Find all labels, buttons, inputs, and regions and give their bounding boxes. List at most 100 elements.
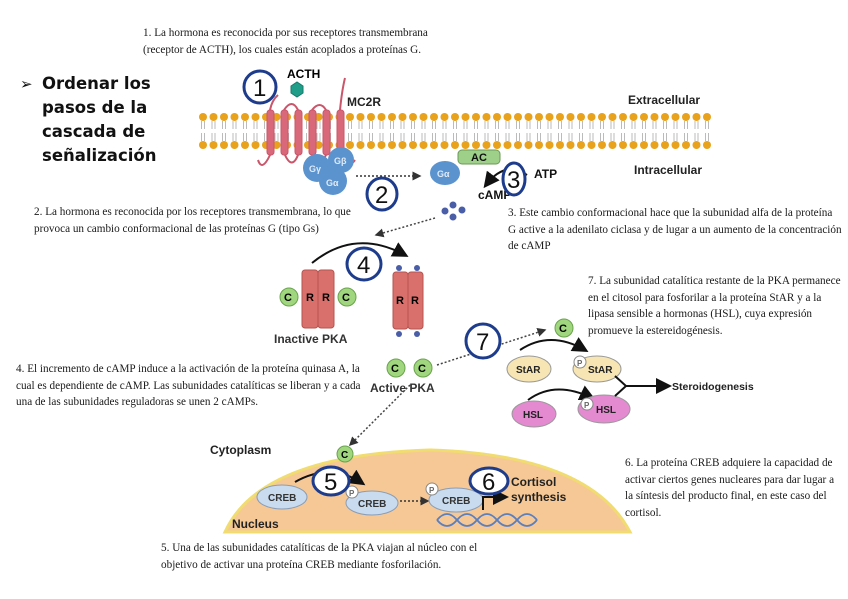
lipid-head: [409, 113, 417, 121]
lipid-tail: [526, 133, 531, 141]
g-gamma-label: Gγ: [309, 164, 321, 174]
lipid-tail: [589, 121, 594, 129]
pka-r-label: R: [396, 295, 404, 307]
cell-membrane: [199, 113, 711, 149]
nucleus-label: Nucleus: [232, 517, 279, 531]
lipid-head: [461, 113, 470, 121]
step-marker-4: 4: [345, 246, 383, 282]
lipid-head: [251, 113, 260, 121]
lipid-tail: [411, 121, 415, 129]
lipid-tail: [652, 133, 657, 141]
lipid-head: [493, 113, 501, 121]
lipid-tail: [316, 133, 321, 141]
lipid-head: [440, 113, 449, 121]
lipid-head: [367, 141, 375, 149]
lipid-head: [388, 141, 396, 149]
arrow-pka-activation: [311, 242, 409, 264]
lipid-head: [377, 113, 386, 121]
lipid-head: [629, 141, 638, 149]
lipid-tail: [600, 133, 604, 141]
lipid-head: [587, 113, 596, 121]
pka-c-label: C: [391, 363, 399, 375]
lipid-head: [703, 113, 711, 121]
lipid-head: [598, 141, 606, 149]
lipid-tail: [537, 121, 541, 129]
pka-r-label: R: [306, 292, 314, 304]
lipid-tail: [621, 133, 625, 141]
acth-label: ACTH: [287, 67, 320, 81]
lipid-head: [514, 141, 522, 149]
lipid-head: [398, 113, 407, 121]
lipid-tail: [663, 133, 667, 141]
lipid-tail: [568, 121, 573, 129]
lipid-tail: [474, 121, 478, 129]
lipid-head: [482, 113, 491, 121]
lipid-head: [524, 113, 533, 121]
lipid-head: [451, 141, 459, 149]
lipid-head: [209, 113, 218, 121]
step-marker-1: 1: [242, 69, 278, 105]
lipid-head: [451, 113, 459, 121]
lipid-tail: [453, 121, 457, 129]
note-step-1: 1. La hormona es reconocida por sus rece…: [143, 27, 428, 56]
lipid-head: [524, 141, 533, 149]
lipid-tail: [442, 133, 447, 141]
lipid-tail: [505, 133, 510, 141]
lipid-tail: [201, 121, 205, 129]
cytoplasm-label: Cytoplasm: [210, 443, 271, 457]
lipid-head: [598, 113, 606, 121]
title-text: Ordenar los pasos de la cascada de señal…: [42, 74, 157, 165]
arrow-bullet-icon: ➢: [20, 75, 33, 93]
hsl-label: HSL: [523, 410, 543, 421]
intracellular-label: Intracellular: [634, 163, 702, 177]
active-pka-catalytic: C C: [386, 358, 433, 378]
lipid-tail: [400, 121, 405, 129]
note-step-5: 5. Una de las subunidades catalíticas de…: [161, 542, 478, 571]
star-p-label: StAR: [588, 365, 613, 376]
lipid-tail: [348, 121, 352, 129]
lipid-tail: [631, 121, 636, 129]
phospho-p: P: [577, 359, 583, 368]
step-marker-6: 6: [468, 466, 510, 496]
lipid-head: [377, 141, 386, 149]
lipid-tail: [558, 121, 562, 129]
star-label: StAR: [516, 365, 541, 376]
lipid-tail: [631, 133, 636, 141]
note-step-4: 4. El incremento de cAMP induce a la act…: [16, 363, 361, 408]
dna-helix: [436, 513, 538, 527]
lipid-head: [241, 141, 249, 149]
lipid-tail: [379, 121, 384, 129]
creb-p-label: CREB: [358, 499, 386, 510]
lipid-tail: [579, 133, 583, 141]
lipid-tail: [411, 133, 415, 141]
lipid-head: [440, 141, 449, 149]
lipid-head: [545, 113, 554, 121]
lipid-tail: [568, 133, 573, 141]
creb-label: CREB: [268, 493, 296, 504]
lipid-head: [682, 113, 690, 121]
svg-text:7: 7: [476, 329, 489, 356]
lipid-tail: [253, 121, 258, 129]
arrow-to-steroidogenesis: [614, 376, 668, 396]
lipid-head: [419, 141, 428, 149]
lipid-tail: [453, 133, 457, 141]
pka-r-label: R: [322, 292, 330, 304]
pka-c-label: C: [559, 323, 567, 335]
lipid-tail: [652, 121, 657, 129]
lipid-tail: [705, 133, 709, 141]
pka-c-label: C: [284, 292, 292, 304]
lipid-tail: [348, 133, 352, 141]
lipid-tail: [211, 121, 216, 129]
g-alpha-label: Gα: [326, 178, 339, 188]
lipid-tail: [516, 133, 520, 141]
lipid-head: [503, 113, 512, 121]
lipid-tail: [505, 121, 510, 129]
lipid-tail: [232, 133, 237, 141]
lipid-head: [566, 113, 575, 121]
cortisol-label-line1: Cortisol: [511, 475, 556, 489]
g-alpha-free: [430, 161, 460, 185]
lipid-tail: [369, 133, 373, 141]
lipid-tail: [463, 133, 468, 141]
atp-label: ATP: [534, 167, 557, 181]
lipid-head: [409, 141, 417, 149]
